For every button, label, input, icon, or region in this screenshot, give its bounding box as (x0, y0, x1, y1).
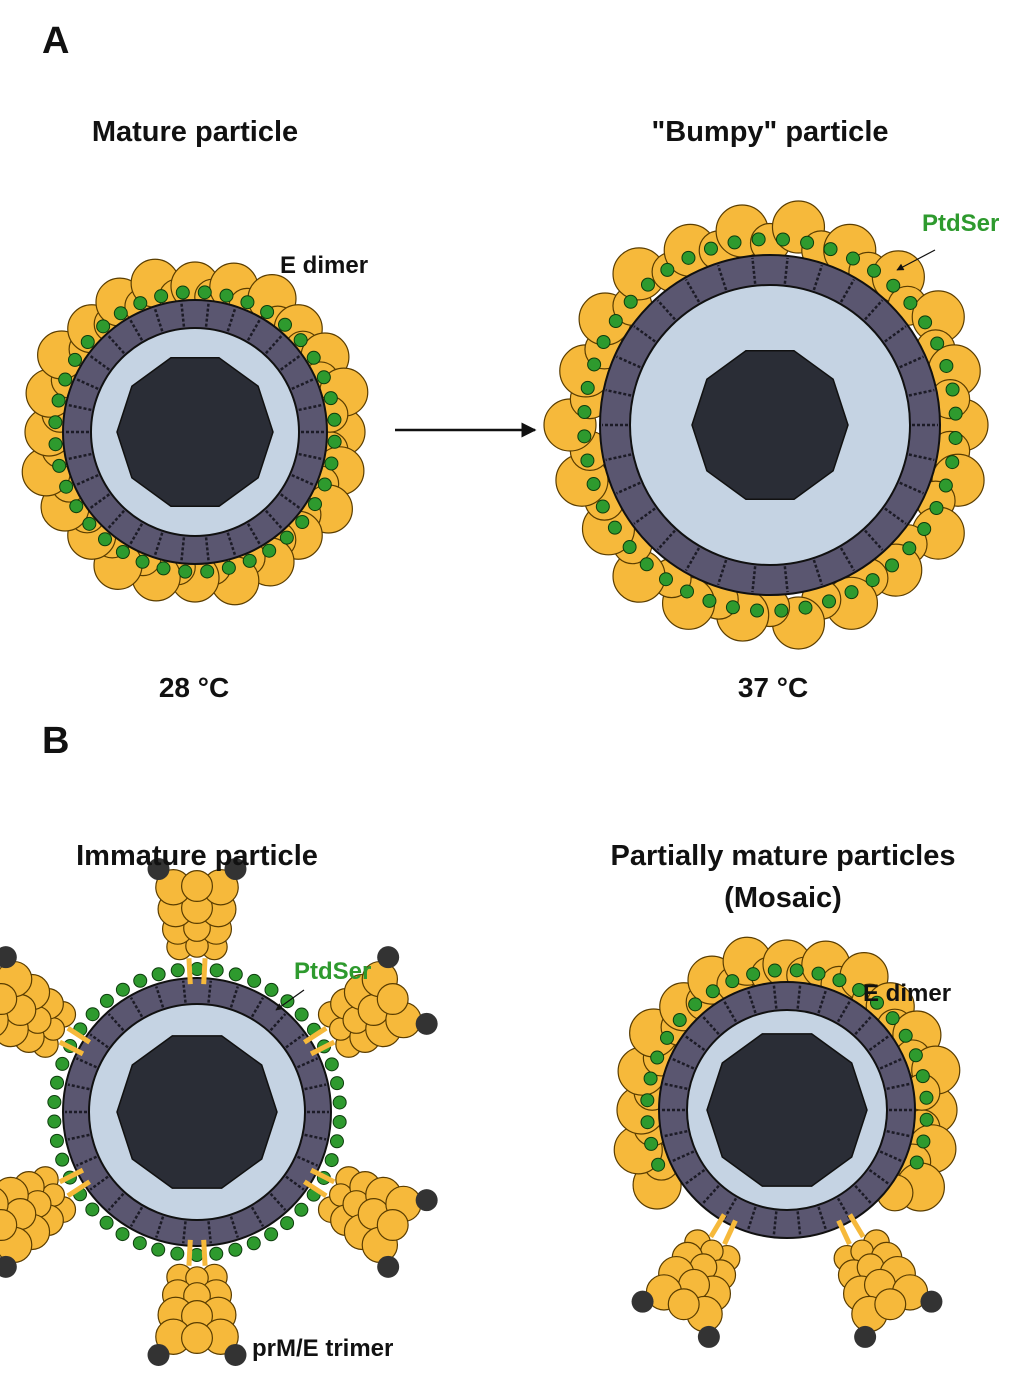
mature-particle-title: Mature particle (91, 116, 299, 148)
panel-a-letter: A (42, 20, 70, 62)
mosaic-particle (613, 936, 961, 1348)
panel-b-letter: B (42, 720, 70, 762)
partially-mature-title-line2: (Mosaic) (724, 882, 842, 914)
immature-particle-title: Immature particle (76, 840, 318, 872)
ptdser-label-b: PtdSer (294, 958, 372, 985)
e-dimer-label-b: E dimer (863, 980, 952, 1007)
partially-mature-title-line1: Partially mature particles (610, 840, 956, 872)
immature-particle (0, 858, 438, 1366)
bumpy-particle-title: "Bumpy" particle (651, 116, 889, 148)
mature-particle (21, 258, 369, 606)
bumpy-particle (543, 200, 989, 650)
ptdser-pointer-b (275, 989, 305, 1011)
temp-37-label: 37 °C (737, 672, 809, 703)
e-dimer-label-a: E dimer (280, 252, 369, 279)
prm-e-trimer-label: prM/E trimer (252, 1335, 394, 1362)
temp-28-label: 28 °C (158, 672, 230, 703)
ptdser-pointer-a (896, 249, 936, 271)
ptdser-label-a: PtdSer (922, 210, 1000, 237)
